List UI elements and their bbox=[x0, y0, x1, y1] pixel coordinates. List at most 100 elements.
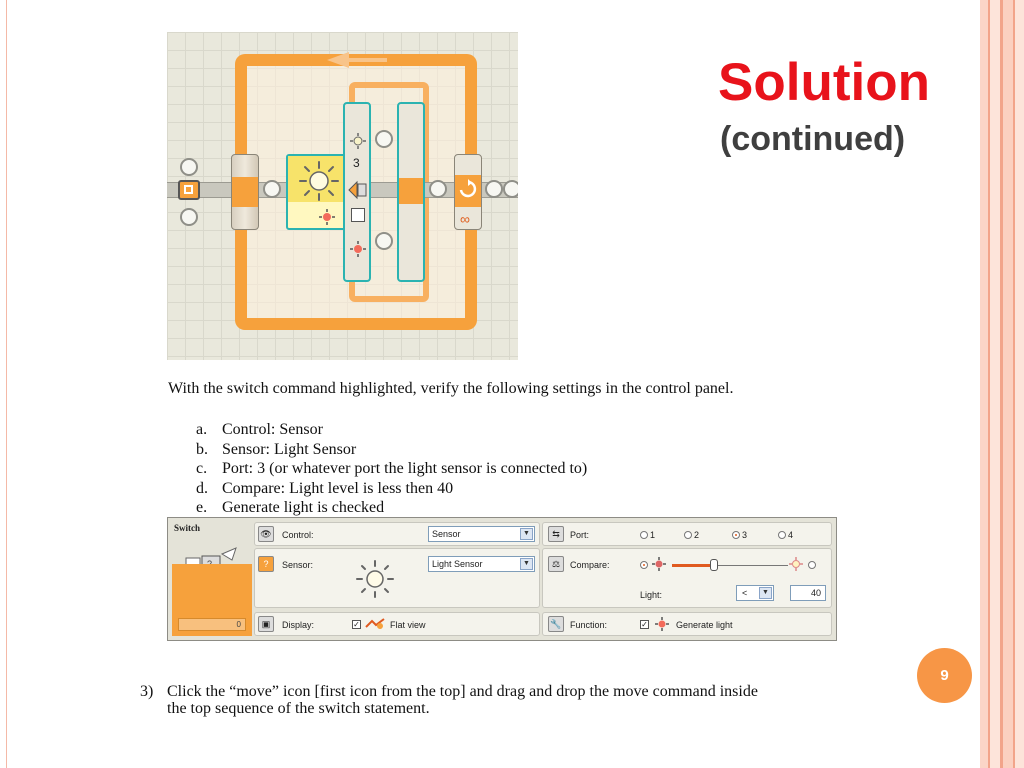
list-item: d.Compare: Light level is less then 40 bbox=[196, 479, 587, 499]
step-instruction: 3) Click the “move” icon [first icon fro… bbox=[140, 683, 780, 717]
step-number: 3) bbox=[140, 683, 154, 700]
display-label: Display: bbox=[282, 620, 315, 630]
display-icon: ▣ bbox=[258, 616, 274, 632]
flat-view-checkbox[interactable]: ✓ bbox=[352, 620, 361, 629]
list-text: Sensor: Light Sensor bbox=[222, 440, 357, 458]
generate-light-checkbox[interactable]: ✓ bbox=[640, 620, 649, 629]
compare-bright-radio[interactable] bbox=[808, 561, 816, 569]
display-row bbox=[254, 612, 540, 636]
control-label: Control: bbox=[282, 530, 314, 540]
loop-end-pillar[interactable]: ∞ bbox=[454, 154, 482, 230]
right-border-stripe bbox=[1000, 0, 1003, 768]
light-sensor-icon bbox=[350, 133, 366, 149]
light-threshold-value: 40 bbox=[810, 588, 821, 598]
right-border-stripe bbox=[980, 0, 988, 768]
compare-operator-select[interactable]: < ▼ bbox=[736, 585, 774, 601]
list-text: Compare: Light level is less then 40 bbox=[222, 479, 454, 497]
right-border-stripe bbox=[988, 0, 990, 768]
right-border-stripe bbox=[1013, 0, 1015, 768]
start-connector-icon bbox=[180, 158, 198, 176]
connector-icon bbox=[485, 180, 503, 198]
switch-block[interactable]: 3 bbox=[343, 102, 371, 282]
light-sensor-icon bbox=[356, 560, 394, 598]
port-icon: ⇆ bbox=[548, 526, 564, 542]
compare-icon bbox=[348, 180, 367, 200]
list-item: a. Control: Sensor bbox=[196, 420, 587, 440]
list-letter: b. bbox=[196, 440, 208, 458]
port-radio-2[interactable] bbox=[684, 531, 692, 539]
generate-light-label: Generate light bbox=[676, 620, 733, 630]
control-select[interactable]: Sensor ▼ bbox=[428, 526, 535, 542]
function-row bbox=[542, 612, 832, 636]
light-label: Light: bbox=[640, 590, 663, 600]
slide-title: Solution bbox=[718, 53, 930, 112]
light-bulb-icon bbox=[299, 161, 339, 201]
port-radio-1[interactable] bbox=[640, 531, 648, 539]
connector-icon bbox=[429, 180, 447, 198]
sensor-label: Sensor: bbox=[282, 560, 314, 570]
compare-dark-radio[interactable] bbox=[640, 561, 648, 569]
generate-light-icon bbox=[319, 209, 335, 225]
port-radio-3[interactable] bbox=[732, 531, 740, 539]
port-option-label: 2 bbox=[694, 530, 700, 540]
port-number: 3 bbox=[353, 156, 360, 170]
list-text: Control: Sensor bbox=[222, 421, 323, 438]
compare-operator-value: < bbox=[742, 588, 748, 598]
list-item: c. Port: 3 (or whatever port the light se… bbox=[196, 459, 587, 479]
list-letter: a. bbox=[196, 421, 208, 438]
right-border-stripe bbox=[990, 0, 1000, 768]
switch-control-panel: Switch ? 0 👁 Control: Sensor ▼ ? Sensor:… bbox=[167, 517, 837, 641]
chevron-down-icon: ▼ bbox=[520, 528, 533, 540]
chevron-down-icon: ▼ bbox=[759, 587, 772, 599]
list-letter: e. bbox=[196, 499, 208, 516]
settings-list: a. Control: Sensor b. Sensor: Light Sensor… bbox=[196, 420, 587, 518]
bright-light-icon bbox=[789, 557, 803, 571]
slide-subtitle: (continued) bbox=[720, 120, 906, 158]
sensor-select-value: Light Sensor bbox=[432, 559, 483, 569]
sensor-icon: ? bbox=[258, 556, 274, 572]
list-text: Port: 3 (or whatever port the light sens… bbox=[222, 460, 588, 477]
compare-row bbox=[542, 548, 832, 608]
loop-repeat-icon bbox=[459, 179, 477, 198]
list-item: e. Generate light is checked bbox=[196, 498, 587, 518]
dark-light-icon bbox=[652, 557, 666, 571]
connector-icon bbox=[263, 180, 281, 198]
light-sensor-block[interactable] bbox=[286, 154, 351, 230]
list-text: Generate light is checked bbox=[222, 499, 385, 516]
step-text: Click the “move” icon [first icon from t… bbox=[167, 683, 758, 717]
left-border-line bbox=[6, 0, 7, 768]
right-border-stripe bbox=[1003, 0, 1013, 768]
infinity-icon: ∞ bbox=[460, 211, 470, 227]
flat-view-icon bbox=[365, 618, 385, 629]
connector-icon bbox=[503, 180, 518, 198]
port-option-label: 4 bbox=[788, 530, 794, 540]
eye-icon: 👁 bbox=[258, 526, 274, 542]
generate-light-icon bbox=[350, 241, 366, 257]
port-option-label: 1 bbox=[650, 530, 656, 540]
list-item: b. Sensor: Light Sensor bbox=[196, 440, 587, 460]
block-value-field[interactable]: 0 bbox=[178, 618, 246, 631]
compare-icon: ⚖ bbox=[548, 556, 564, 572]
function-label: Function: bbox=[570, 620, 608, 630]
instructions-intro: With the switch command highlighted, ver… bbox=[168, 380, 734, 397]
light-threshold-input[interactable]: 40 bbox=[790, 585, 826, 601]
sensor-select[interactable]: Light Sensor ▼ bbox=[428, 556, 535, 572]
page-number-badge: 9 bbox=[917, 648, 972, 703]
compare-slider-track bbox=[712, 565, 788, 566]
port-radio-4[interactable] bbox=[778, 531, 786, 539]
compare-label: Compare: bbox=[570, 560, 610, 570]
compare-slider-handle[interactable] bbox=[710, 559, 718, 571]
control-select-value: Sensor bbox=[432, 529, 461, 539]
right-border-stripe bbox=[1015, 0, 1024, 768]
chevron-down-icon: ▼ bbox=[520, 558, 533, 570]
display-icon bbox=[351, 208, 365, 222]
nxt-program-diagram: 3 ∞ bbox=[167, 32, 518, 360]
wrench-icon: 🔧 bbox=[548, 616, 564, 632]
loop-arrow-icon bbox=[327, 52, 387, 68]
connector-icon bbox=[375, 232, 393, 250]
switch-end-pillar bbox=[397, 102, 425, 282]
panel-title: Switch bbox=[174, 523, 201, 533]
port-option-label: 3 bbox=[742, 530, 748, 540]
list-letter: c. bbox=[196, 460, 208, 477]
start-icon[interactable] bbox=[178, 180, 200, 200]
